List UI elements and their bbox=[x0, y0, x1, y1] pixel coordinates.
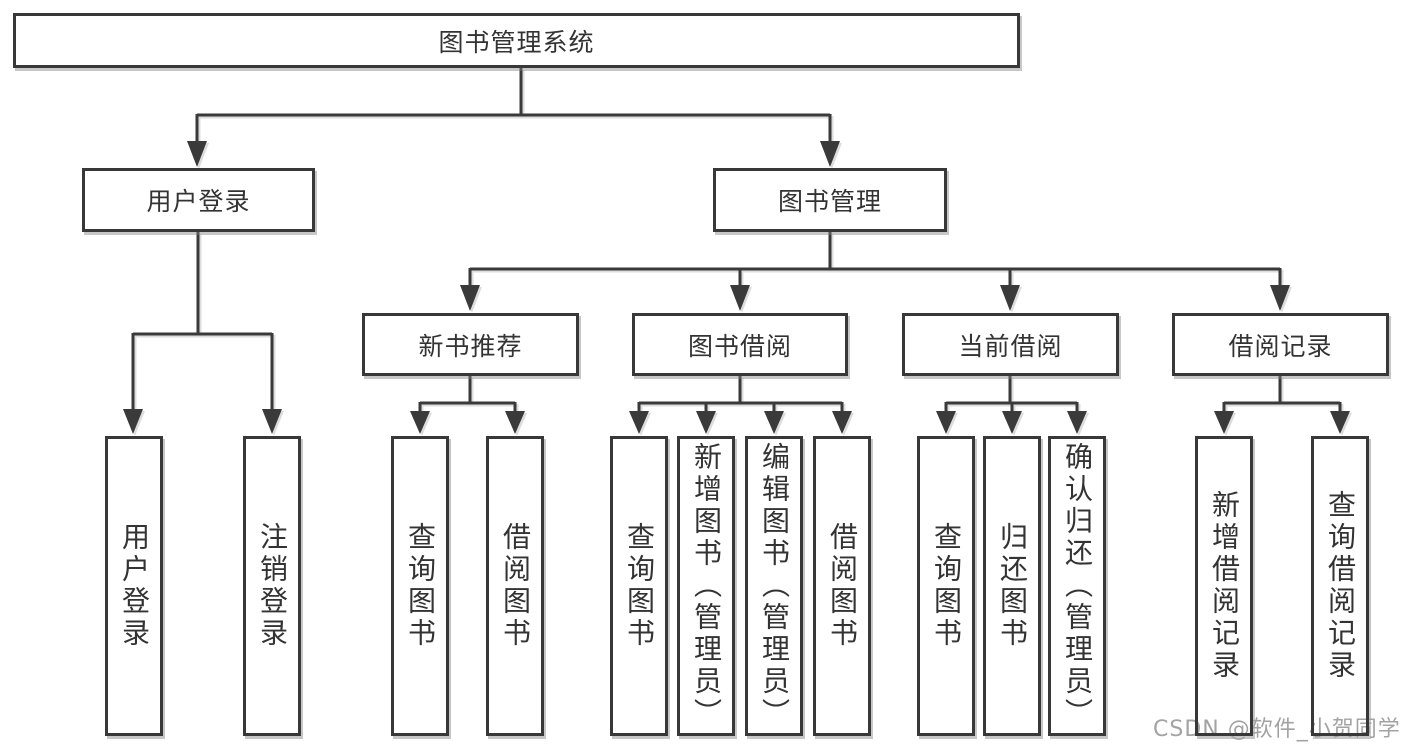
leaf-borrow-add-books-admin-label: 新增图书（管理员） bbox=[690, 442, 723, 730]
connector-book-mgmt-to-level3 bbox=[468, 232, 1282, 288]
leaf-borrow-query-books: 查询图书 bbox=[610, 436, 668, 736]
leaf-records-add-record-label: 新增借阅记录 bbox=[1208, 490, 1241, 682]
node-book-borrowing: 图书借阅 bbox=[632, 313, 848, 376]
node-book-management-label: 图书管理 bbox=[777, 187, 882, 216]
arrowheads-user-leaves bbox=[123, 409, 282, 434]
node-borrowing-records: 借阅记录 bbox=[1172, 313, 1389, 376]
leaf-current-return-books-label: 归还图书 bbox=[996, 522, 1029, 650]
arrowheads-borrow-leaves bbox=[629, 411, 852, 434]
leaf-records-add-record: 新增借阅记录 bbox=[1195, 436, 1253, 736]
connector-current-group bbox=[944, 376, 1079, 414]
node-borrowing-records-label: 借阅记录 bbox=[1228, 331, 1333, 361]
node-book-management: 图书管理 bbox=[713, 168, 947, 232]
arrowheads-level3 bbox=[460, 285, 1290, 311]
node-library-management-system: 图书管理系统 bbox=[13, 13, 1020, 68]
arrowheads-records-leaves bbox=[1214, 411, 1350, 434]
leaf-user-login: 用户登录 bbox=[105, 436, 163, 736]
leaf-borrow-borrow-books: 借阅图书 bbox=[813, 436, 871, 736]
leaf-borrow-add-books-admin: 新增图书（管理员） bbox=[677, 436, 735, 736]
leaf-borrow-query-books-label: 查询图书 bbox=[623, 522, 656, 650]
node-current-borrowing: 当前借阅 bbox=[902, 313, 1119, 376]
node-new-book-recommend-label: 新书推荐 bbox=[418, 331, 523, 361]
leaf-records-query-record: 查询借阅记录 bbox=[1311, 436, 1369, 736]
leaf-newbook-borrow-books-label: 借阅图书 bbox=[499, 522, 532, 650]
node-user-login: 用户登录 bbox=[82, 168, 315, 232]
connector-borrow-group bbox=[637, 376, 844, 414]
node-book-borrowing-label: 图书借阅 bbox=[687, 331, 792, 361]
connector-user-login-to-leaves bbox=[131, 232, 274, 412]
leaf-newbook-query-books-label: 查询图书 bbox=[404, 522, 437, 650]
connector-records-group bbox=[1222, 376, 1342, 414]
arrowheads-newbook-leaves bbox=[410, 411, 525, 434]
node-new-book-recommend: 新书推荐 bbox=[362, 313, 579, 376]
leaf-borrow-edit-books-admin-label: 编辑图书（管理员） bbox=[758, 442, 791, 730]
leaf-current-return-books: 归还图书 bbox=[983, 436, 1041, 736]
leaf-borrow-edit-books-admin: 编辑图书（管理员） bbox=[745, 436, 803, 736]
leaf-current-confirm-return-admin-label: 确认归还（管理员） bbox=[1061, 442, 1094, 730]
leaf-current-confirm-return-admin: 确认归还（管理员） bbox=[1048, 436, 1106, 736]
leaf-records-query-record-label: 查询借阅记录 bbox=[1324, 490, 1357, 682]
leaf-newbook-borrow-books: 借阅图书 bbox=[486, 436, 544, 736]
leaf-current-query-books-label: 查询图书 bbox=[930, 522, 963, 650]
node-user-login-label: 用户登录 bbox=[146, 187, 251, 216]
leaf-current-query-books: 查询图书 bbox=[917, 436, 975, 736]
arrowheads-level2 bbox=[187, 141, 840, 167]
arrowheads-current-leaves bbox=[936, 411, 1087, 434]
node-library-management-system-label: 图书管理系统 bbox=[438, 27, 595, 57]
leaf-borrow-borrow-books-label: 借阅图书 bbox=[826, 522, 859, 650]
leaf-logout-label: 注销登录 bbox=[256, 522, 289, 650]
leaf-newbook-query-books: 查询图书 bbox=[391, 436, 449, 736]
connector-root-to-level2 bbox=[195, 68, 832, 144]
node-current-borrowing-label: 当前借阅 bbox=[958, 331, 1063, 361]
leaf-logout: 注销登录 bbox=[243, 436, 301, 736]
leaf-user-login-label: 用户登录 bbox=[118, 522, 151, 650]
connector-newbook-group bbox=[418, 376, 517, 414]
watermark: CSDN @软件_小贺同学 bbox=[1153, 717, 1401, 742]
